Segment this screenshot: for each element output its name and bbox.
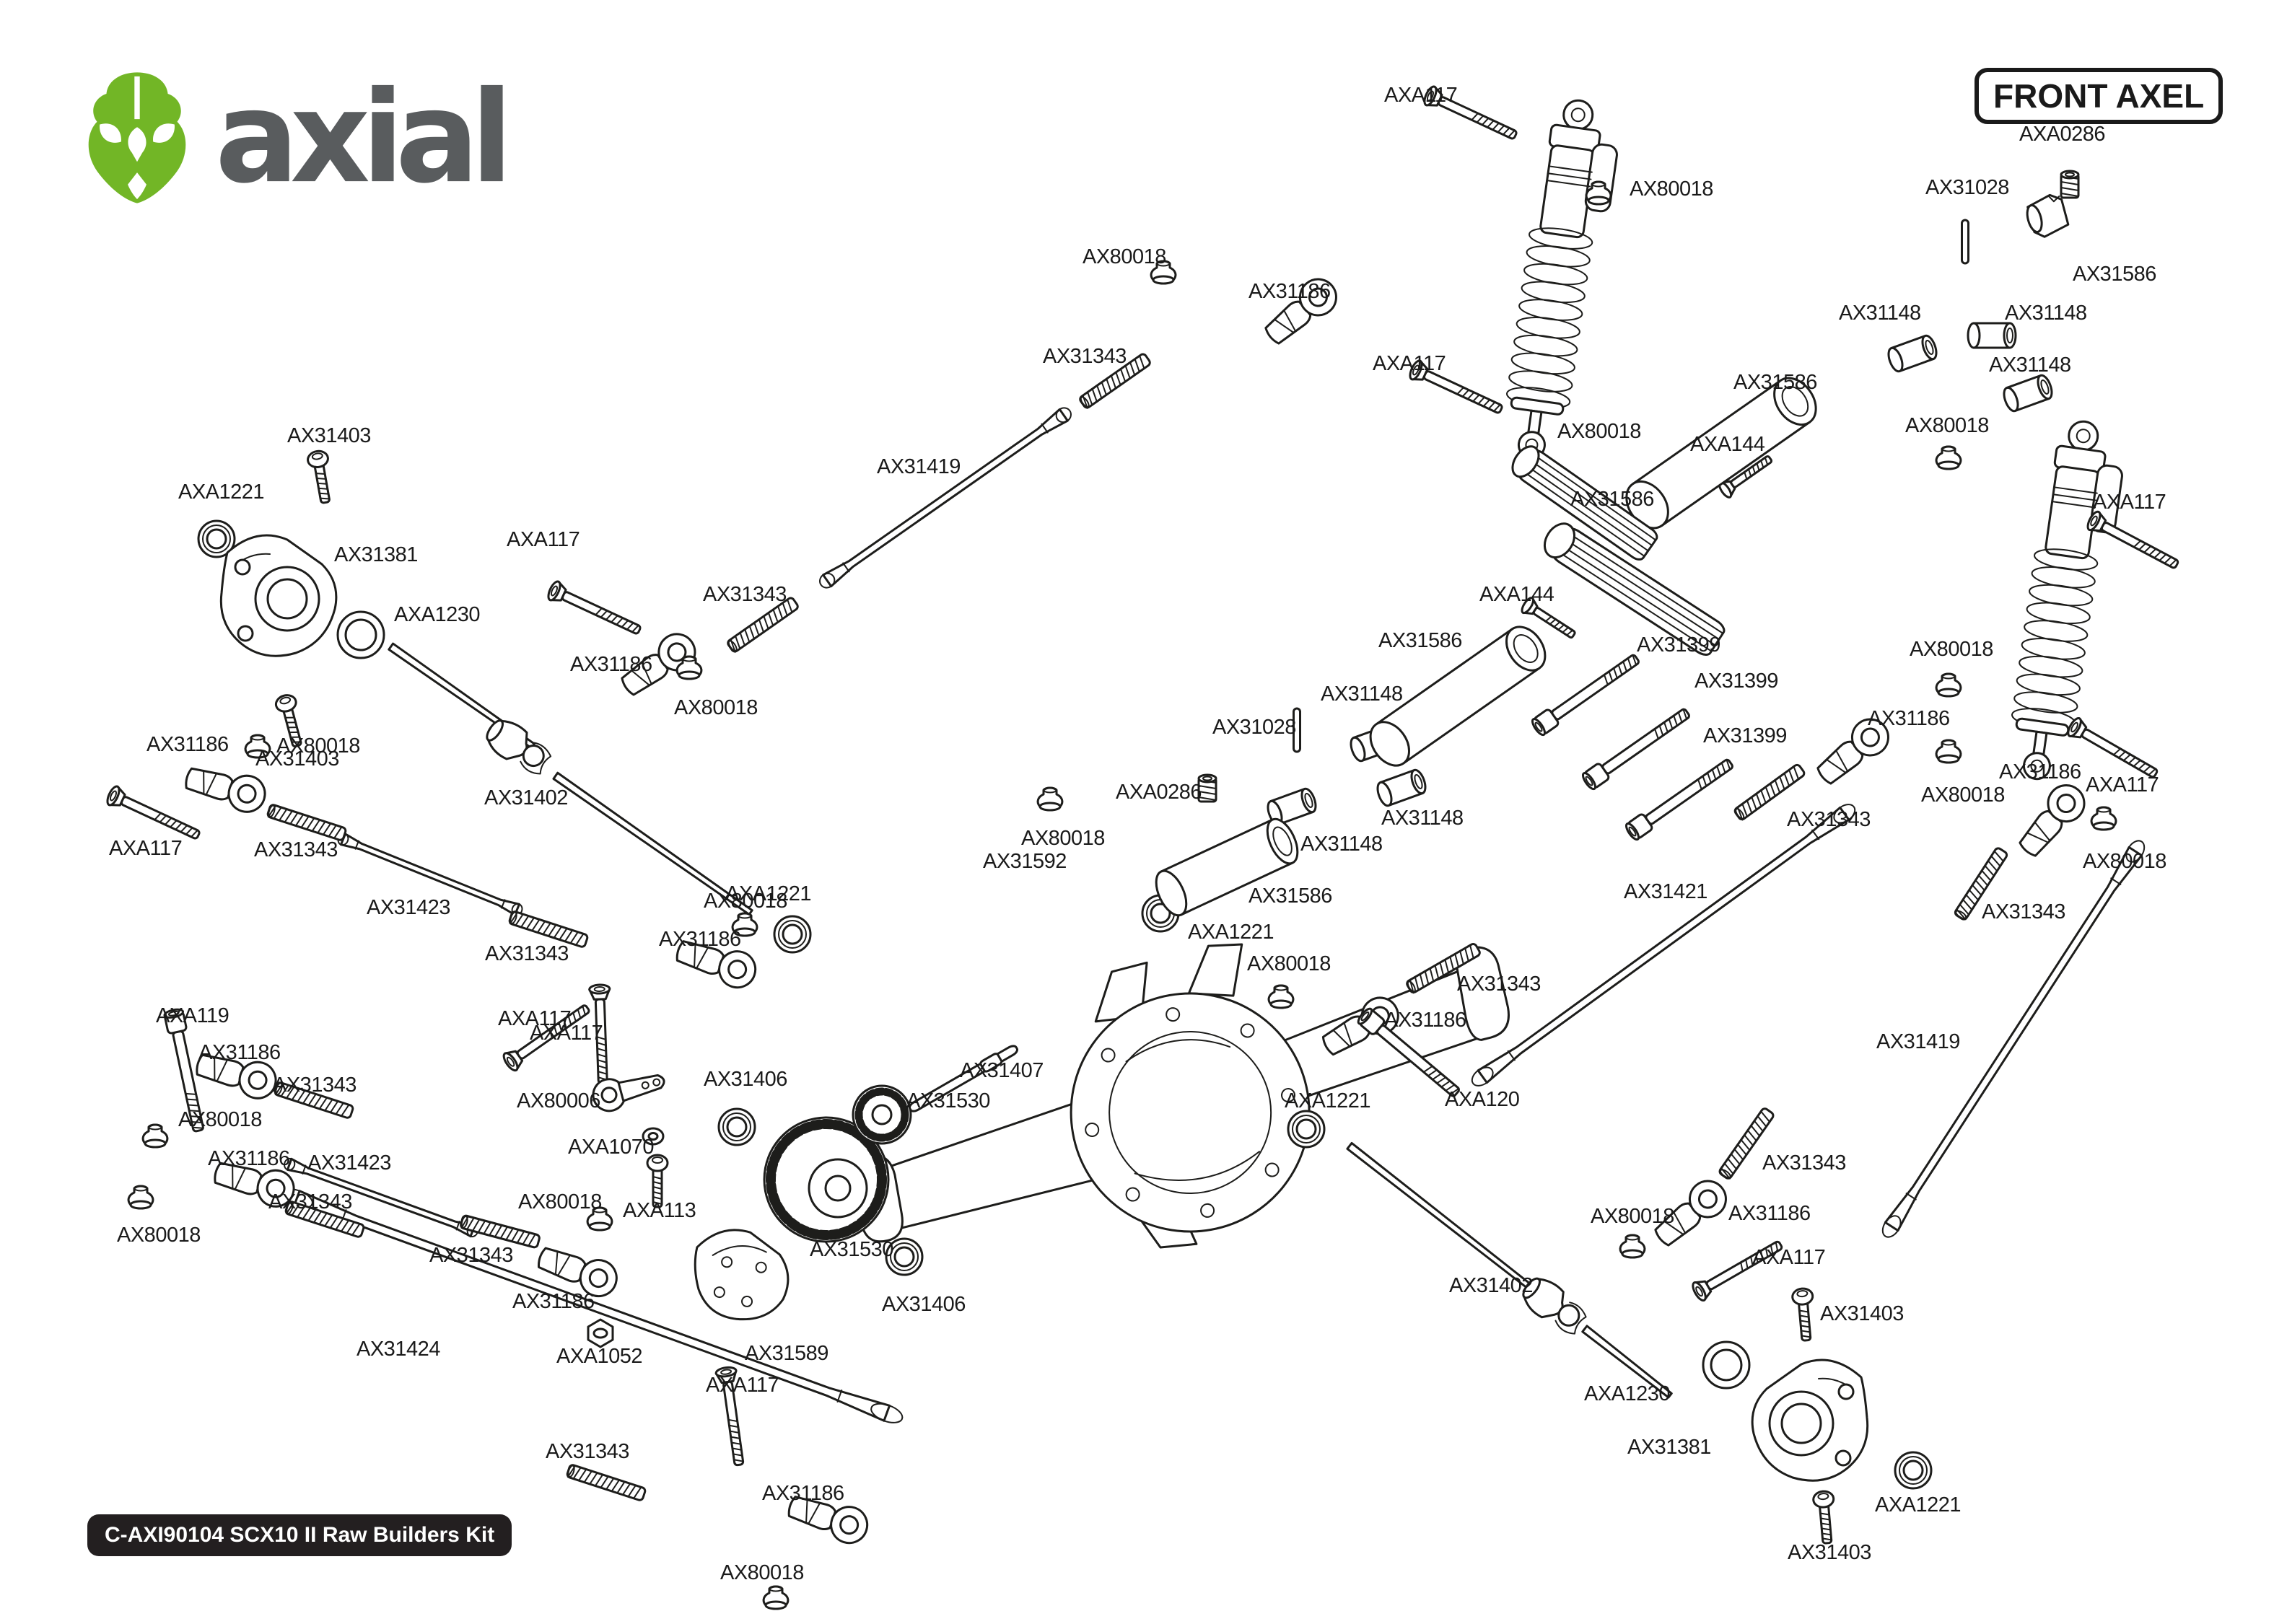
part-drawing-stud <box>1732 762 1807 822</box>
part-drawing-rodend <box>2011 776 2093 864</box>
part-drawing-ujoint <box>479 712 557 782</box>
part-drawing-link <box>1469 801 1858 1089</box>
part-drawing-washer <box>642 1127 665 1146</box>
part-drawing-screwf <box>1689 1234 1787 1304</box>
part-drawing-shaftrod <box>554 773 753 915</box>
brand-wordmark: axial <box>215 63 513 211</box>
part-drawing-bushing <box>1935 672 1962 698</box>
part-drawing-shock <box>2002 416 2130 786</box>
part-drawing-bearing <box>1287 1110 1326 1149</box>
part-drawing-cup <box>1884 333 1941 374</box>
part-drawing-carrier <box>688 1221 795 1327</box>
part-drawing-setscrew <box>2060 170 2080 199</box>
axial-logo-icon <box>88 72 186 203</box>
part-drawing-screwf <box>1407 358 1507 421</box>
part-drawing-screwf <box>500 998 595 1074</box>
part-drawing-screwf <box>104 784 204 846</box>
part-drawing-shock <box>1497 95 1625 465</box>
part-drawing-screwf <box>588 983 614 1084</box>
part-drawing-pin <box>1293 707 1301 753</box>
part-drawing-bushing <box>586 1206 613 1232</box>
part-drawing-rodend <box>783 1487 873 1549</box>
part-drawing-bearing <box>773 915 812 954</box>
part-drawing-bushing <box>141 1123 169 1149</box>
part-drawing-tube <box>1363 620 1553 773</box>
part-drawing-pin <box>1961 219 1969 265</box>
part-drawing-rodend <box>671 931 761 993</box>
part-drawing-stud <box>273 1080 355 1120</box>
part-drawing-stud <box>1717 1106 1776 1181</box>
brand-logo: axial <box>84 63 513 211</box>
part-drawing-bushing <box>1036 786 1064 812</box>
part-drawing-stud <box>565 1462 647 1503</box>
part-drawing-capscrew <box>1622 754 1737 843</box>
title-box: FRONT AXEL <box>1975 68 2223 124</box>
part-drawing-rodend <box>181 759 271 817</box>
part-drawing-screwb <box>646 1154 669 1208</box>
part-drawing-rodend <box>1809 711 1897 792</box>
part-drawing-bearing <box>717 1107 756 1146</box>
part-drawing-screwf <box>545 579 645 641</box>
part-drawing-capscrew <box>1579 703 1694 792</box>
part-drawing-bushing <box>1935 739 1962 764</box>
title-text: FRONT AXEL <box>1993 77 2205 115</box>
part-drawing-bushing <box>1619 1234 1646 1259</box>
part-drawing-bearing <box>885 1237 924 1276</box>
kit-label: C-AXI90104 SCX10 II Raw Builders Kit <box>87 1514 512 1556</box>
part-drawing-cup <box>1967 322 2017 349</box>
part-drawing-capscrew <box>1529 649 1643 738</box>
part-drawing-stud <box>725 595 800 654</box>
part-drawing-bearing <box>1894 1451 1933 1490</box>
part-drawing-bushing <box>1935 445 1962 470</box>
part-drawing-screwf <box>714 1365 751 1467</box>
part-drawing-bushing <box>731 912 758 937</box>
part-drawing-pinion <box>853 1086 911 1144</box>
part-drawing-tube <box>1150 815 1304 920</box>
part-drawing-bushing <box>244 734 271 759</box>
part-drawing-setscrew <box>1197 773 1217 803</box>
part-drawing-rodend <box>192 1045 281 1104</box>
part-drawing-knuckle <box>1751 1359 1869 1482</box>
part-drawing-clamp <box>2022 191 2071 241</box>
part-drawing-screwf <box>1421 84 1521 146</box>
part-drawing-screwb <box>1811 1489 1839 1545</box>
part-drawing-stud <box>459 1213 541 1250</box>
part-drawing-shaftrod <box>1580 1324 1674 1400</box>
part-drawing-stud <box>1952 846 2010 922</box>
kit-label-text: C-AXI90104 SCX10 II Raw Builders Kit <box>105 1523 495 1547</box>
part-drawing-stud <box>266 802 348 843</box>
part-drawing-bushing <box>762 1585 790 1610</box>
part-drawing-link <box>1879 838 2148 1240</box>
part-drawing-cup <box>2000 372 2056 414</box>
part-drawing-screwb <box>1790 1286 1818 1343</box>
part-drawing-screwf <box>2084 509 2183 575</box>
part-drawing-link <box>817 405 1074 590</box>
part-drawing-knuckle <box>219 534 338 657</box>
part-drawing-screwb <box>273 692 309 750</box>
part-drawing-tube <box>1618 370 1824 536</box>
part-drawing-screwb <box>305 448 337 506</box>
part-drawing-link <box>336 832 524 916</box>
part-drawing-rodend <box>1647 1172 1735 1254</box>
part-drawing-ring <box>1702 1340 1751 1390</box>
part-drawing-bushing <box>1150 260 1177 285</box>
part-drawing-bushing <box>2090 806 2117 831</box>
part-drawing-shaftrod <box>1347 1143 1539 1295</box>
part-drawing-bushing <box>127 1185 154 1210</box>
part-drawing-rodend <box>1257 271 1345 352</box>
part-drawing-stud <box>1077 351 1153 411</box>
part-drawing-cup <box>1373 767 1430 809</box>
part-drawing-bushing <box>1267 984 1295 1009</box>
part-drawing-pinl <box>907 1043 1019 1115</box>
part-drawing-ring <box>336 610 385 659</box>
part-drawing-screwf <box>2064 715 2162 784</box>
part-drawing-stud <box>507 909 590 949</box>
part-drawing-nut <box>587 1318 614 1348</box>
